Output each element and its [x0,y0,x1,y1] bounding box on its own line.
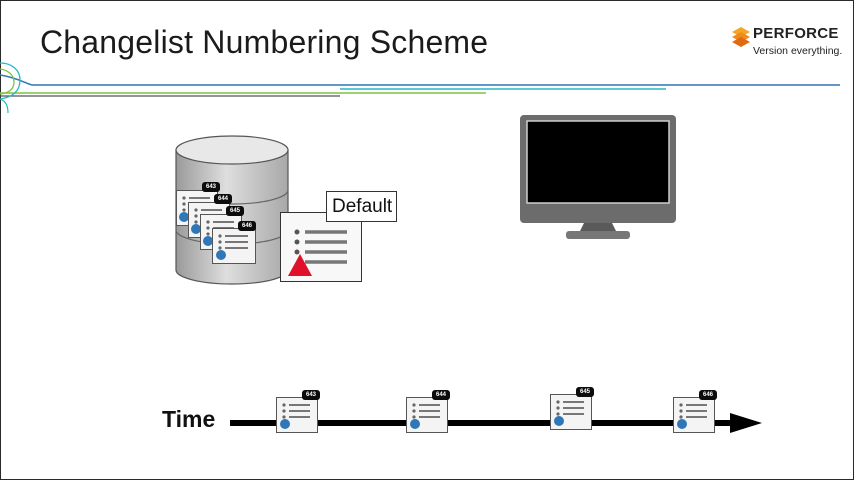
timeline-changelist-645[interactable]: 645 [550,387,595,435]
brand-tagline: Version everything. [753,45,843,57]
changelist-number: 644 [432,390,451,400]
timeline-changelist-646[interactable]: 646 [673,390,718,438]
changelist-number: 646 [699,390,718,400]
warning-icon [288,254,312,276]
time-label: Time [162,406,216,432]
changelist-number: 645 [226,206,245,216]
changelist-number: 645 [576,387,595,397]
changelist-number: 644 [214,194,233,204]
depot-changelist-646[interactable]: 646 [212,221,257,269]
perforce-logo-icon [732,27,750,47]
changelist-icon [276,397,318,433]
slide-title: Changelist Numbering Scheme [40,24,489,60]
changelist-number: 643 [302,390,321,400]
perforce-logo: PERFORCE Version everything. [730,24,845,64]
changelist-icon [294,229,347,264]
changelist-number: 643 [202,182,221,192]
default-changelist-label: Default [326,191,398,222]
default-changelist[interactable] [280,212,362,282]
changelist-number: 646 [238,221,257,231]
timeline-changelist-643[interactable]: 643 [276,390,321,438]
monitor-icon [520,115,676,239]
brand-name: PERFORCE [753,25,839,42]
arrow-right-icon [730,413,762,433]
timeline-changelist-644[interactable]: 644 [406,390,451,438]
changelist-icon [406,397,448,433]
header-decoration [0,62,840,114]
changelist-icon [212,228,256,264]
changelist-icon [550,394,592,430]
changelist-icon [673,397,715,433]
